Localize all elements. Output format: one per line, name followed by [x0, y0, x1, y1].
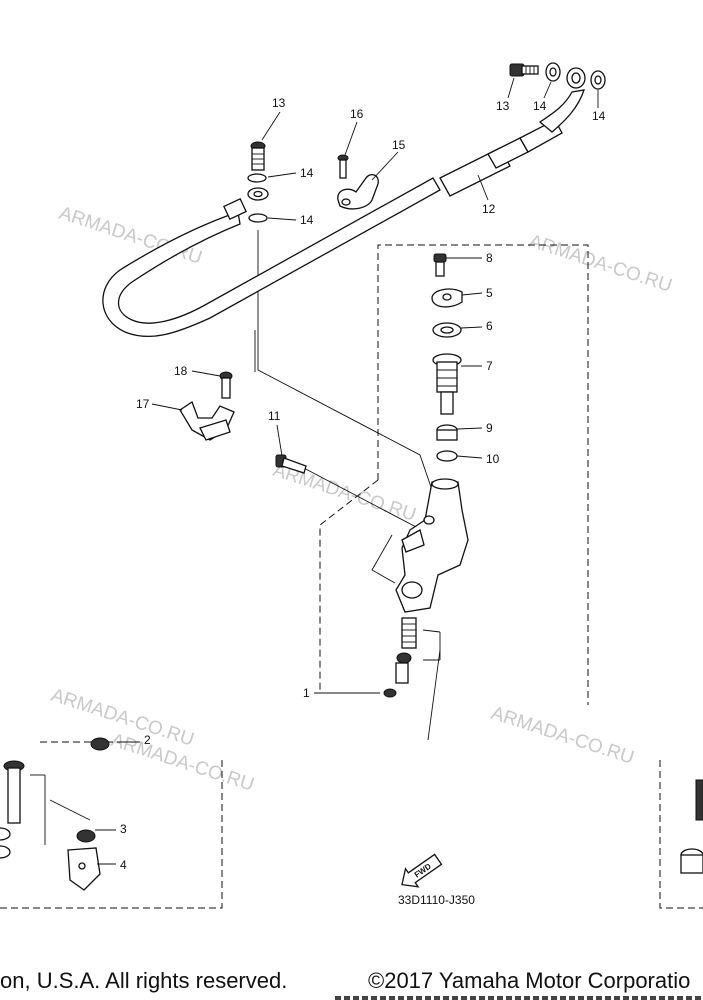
callout-5: 5 [486, 286, 493, 300]
hose-bracket [179, 401, 235, 441]
callout-13: 13 [272, 96, 286, 110]
left-detail-frame [0, 760, 223, 909]
right-detail-frame [659, 760, 703, 909]
callout-labels: 1 2 3 4 5 6 7 8 9 10 11 12 13 14 14 14 1… [95, 77, 606, 872]
brake-hose [102, 67, 586, 338]
callout-4: 4 [120, 858, 127, 872]
callout-13: 13 [496, 99, 510, 113]
hose-clamp [337, 173, 379, 210]
hose-fitting-right [538, 89, 585, 133]
copyright-right: ©2017 Yamaha Motor Corporatio [368, 968, 691, 993]
rod-assembly-left [0, 760, 25, 859]
diagram-reference-code: 33D1110-J350 [398, 893, 475, 907]
callout-14: 14 [300, 213, 314, 227]
callout-8: 8 [486, 251, 493, 265]
callout-11: 11 [268, 409, 281, 423]
banjo-bolt-top-right [509, 63, 539, 77]
watermark: ARMADA-CO.RU [488, 703, 636, 769]
hose-fitting-left [223, 197, 247, 221]
callout-10: 10 [486, 452, 500, 466]
bracket-screw [219, 371, 233, 399]
small-boot-left [90, 737, 110, 751]
callout-18: 18 [174, 364, 188, 378]
master-cylinder-frame-lower [319, 479, 379, 690]
master-cylinder-body [395, 478, 469, 613]
callout-12: 12 [482, 202, 496, 216]
cap-plate [432, 322, 462, 338]
callout-9: 9 [486, 421, 493, 435]
callout-14: 14 [592, 109, 606, 123]
footer-strip [335, 996, 703, 1000]
callout-15: 15 [392, 138, 406, 152]
copper-washer [248, 213, 268, 223]
watermark: ARMADA-CO.RU [526, 231, 674, 297]
callout-14: 14 [533, 99, 547, 113]
callout-2: 2 [144, 733, 151, 747]
reservoir-cap [431, 288, 463, 308]
callout-6: 6 [486, 319, 493, 333]
callout-17: 17 [136, 397, 150, 411]
circlip [436, 450, 458, 462]
callout-16: 16 [350, 107, 364, 121]
leader-lines [30, 230, 441, 845]
piston-spring [383, 617, 417, 698]
copyright-left: on, U.S.A. All rights reserved. [0, 968, 288, 993]
callout-3: 3 [120, 822, 127, 836]
copyright-footer: on, U.S.A. All rights reserved. ©2017 Ya… [0, 962, 703, 1000]
banjo-bolt-left [250, 141, 266, 171]
master-cylinder-frame [377, 244, 589, 705]
clevis [67, 847, 101, 891]
watermark-layer: ARMADA-CO.RU ARMADA-CO.RU ARMADA-CO.RU A… [48, 203, 674, 796]
clamp-screw [337, 154, 349, 179]
brake-hose-body [102, 177, 441, 338]
copper-washer [247, 173, 267, 183]
callout-14: 14 [300, 166, 314, 180]
forward-arrow-icon: FWD [401, 853, 443, 888]
rod-assembly-right [680, 779, 703, 874]
lock-nut [76, 829, 96, 843]
callout-7: 7 [486, 359, 493, 373]
reservoir-boot [436, 424, 458, 441]
assembly-frames [0, 244, 703, 909]
mounting-bolt [275, 454, 307, 474]
diaphragm [432, 353, 462, 415]
reservoir-screw [433, 253, 447, 277]
callout-1: 1 [303, 686, 310, 700]
